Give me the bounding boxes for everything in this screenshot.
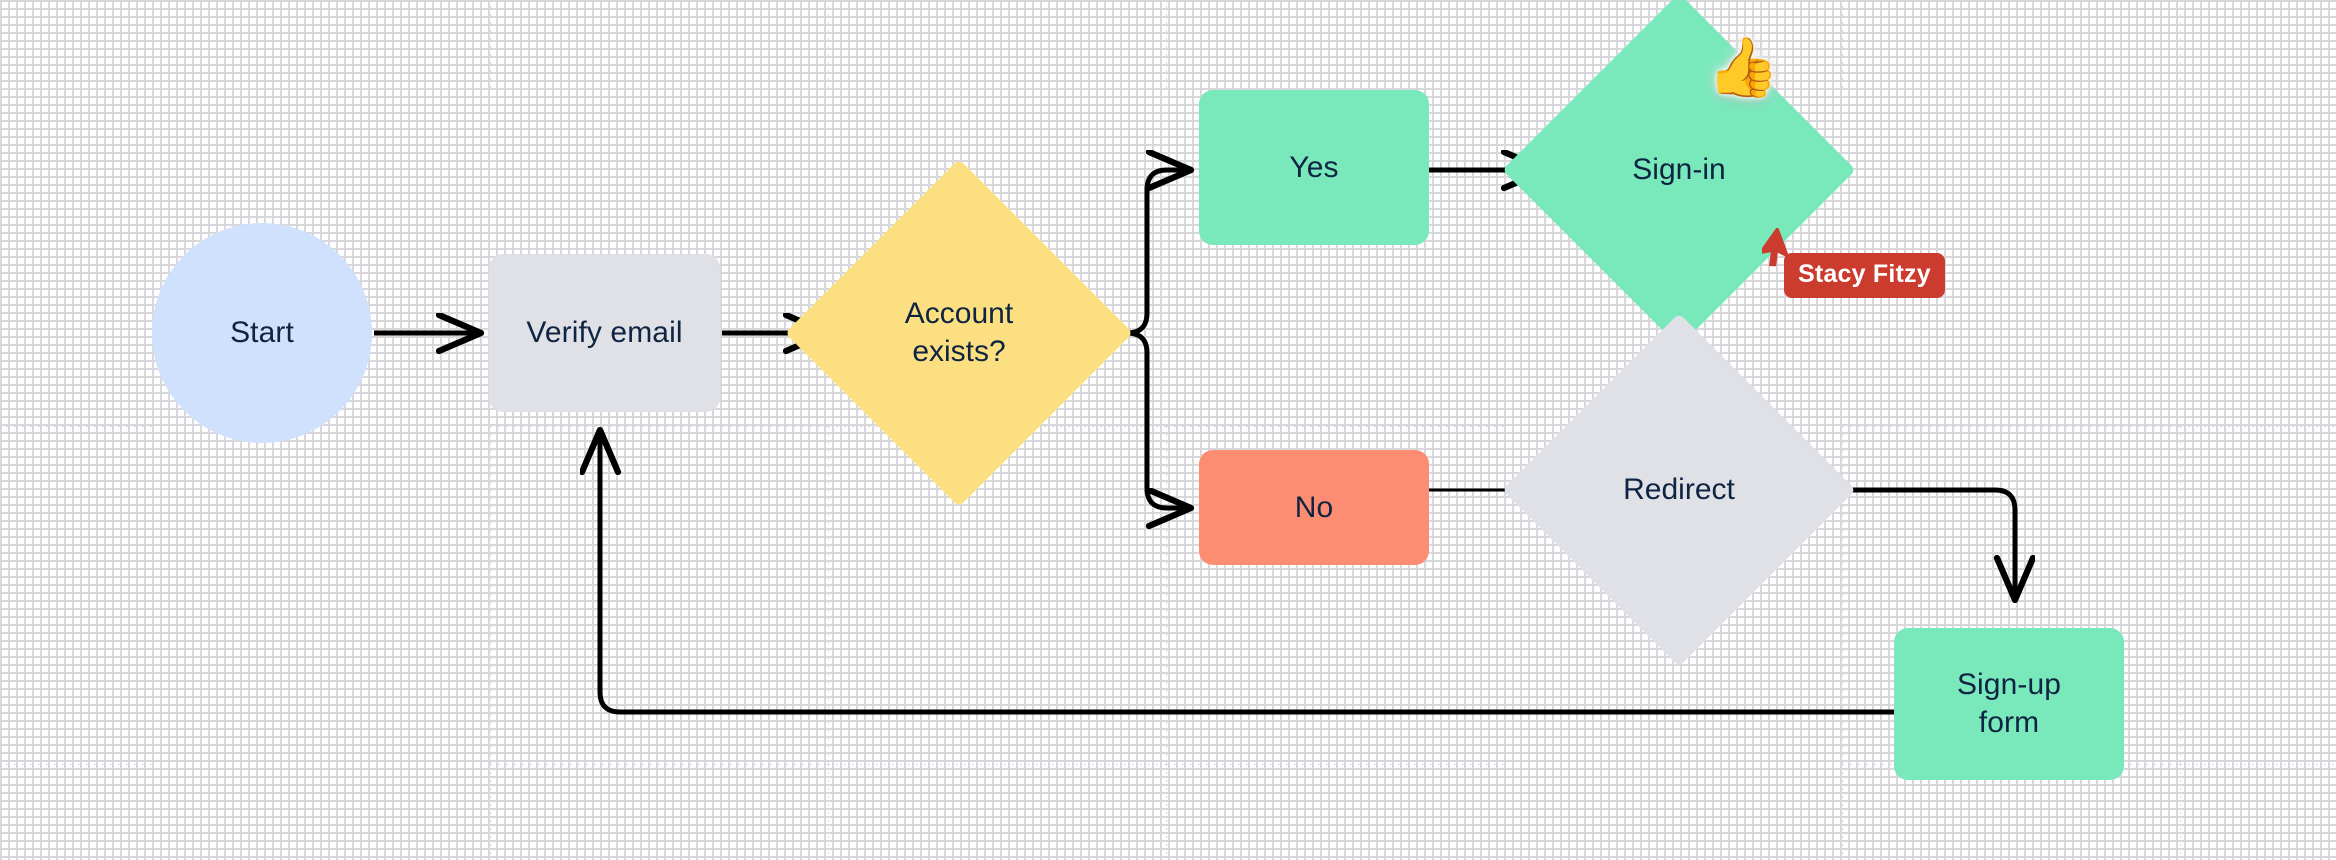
node-sign-up-form[interactable]: Sign-up form <box>1894 628 2124 780</box>
label-line-2: form <box>1978 706 2040 739</box>
node-sign-up-form-label: Sign-up form <box>1957 666 2061 742</box>
node-start-label: Start <box>230 316 294 350</box>
cursor-name-label: Stacy Fitzy <box>1784 253 1945 298</box>
node-redirect-label: Redirect <box>1623 473 1735 507</box>
node-account-exists-label: Account exists? <box>836 210 1082 456</box>
label-line-1: Account <box>904 297 1014 331</box>
node-no[interactable]: No <box>1199 450 1429 565</box>
node-start[interactable]: Start <box>152 223 372 443</box>
label-line-1: Sign-up <box>1956 668 2062 702</box>
node-verify-email-label: Verify email <box>526 316 683 350</box>
node-yes-label: Yes <box>1289 150 1339 184</box>
node-verify-email[interactable]: Verify email <box>489 254 720 412</box>
thumbs-up-icon[interactable]: 👍 <box>1707 35 1780 100</box>
node-yes[interactable]: Yes <box>1199 90 1429 245</box>
node-no-label: No <box>1294 490 1334 524</box>
node-account-exists[interactable]: Account exists? <box>785 159 1133 507</box>
label-line-2: exists? <box>912 335 1006 368</box>
node-redirect[interactable]: Redirect <box>1502 313 1856 667</box>
